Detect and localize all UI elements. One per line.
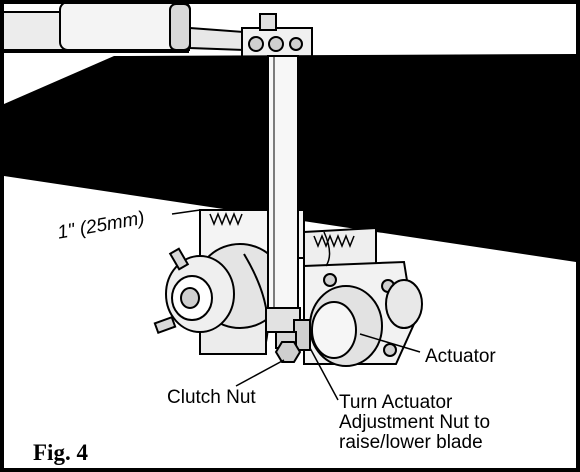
adjust-callout-line-3: raise/lower blade	[339, 432, 483, 453]
adjust-nut-callout: Turn Actuator Adjustment Nut to raise/lo…	[339, 393, 490, 453]
actuator-callout: Actuator	[425, 346, 496, 367]
left-clutch-housing	[153, 243, 285, 343]
bracket-head	[241, 13, 313, 59]
adjust-callout-line-1: Turn Actuator	[339, 392, 453, 413]
clutch-nut-callout: Clutch Nut	[167, 387, 256, 408]
mechanism-illustration	[4, 4, 576, 401]
adjust-leader	[309, 347, 339, 401]
measurement-line	[171, 209, 201, 224]
tension-tube	[4, 4, 245, 53]
figure-caption: Fig. 4	[33, 440, 88, 465]
clutch-nut-leader	[235, 359, 285, 387]
vertical-adjust-bar	[265, 55, 311, 351]
actuator-housing	[303, 231, 423, 367]
clutch-nut	[274, 331, 302, 363]
adjust-callout-line-2: Adjustment Nut to	[339, 412, 491, 433]
actuator-leader	[359, 333, 421, 353]
